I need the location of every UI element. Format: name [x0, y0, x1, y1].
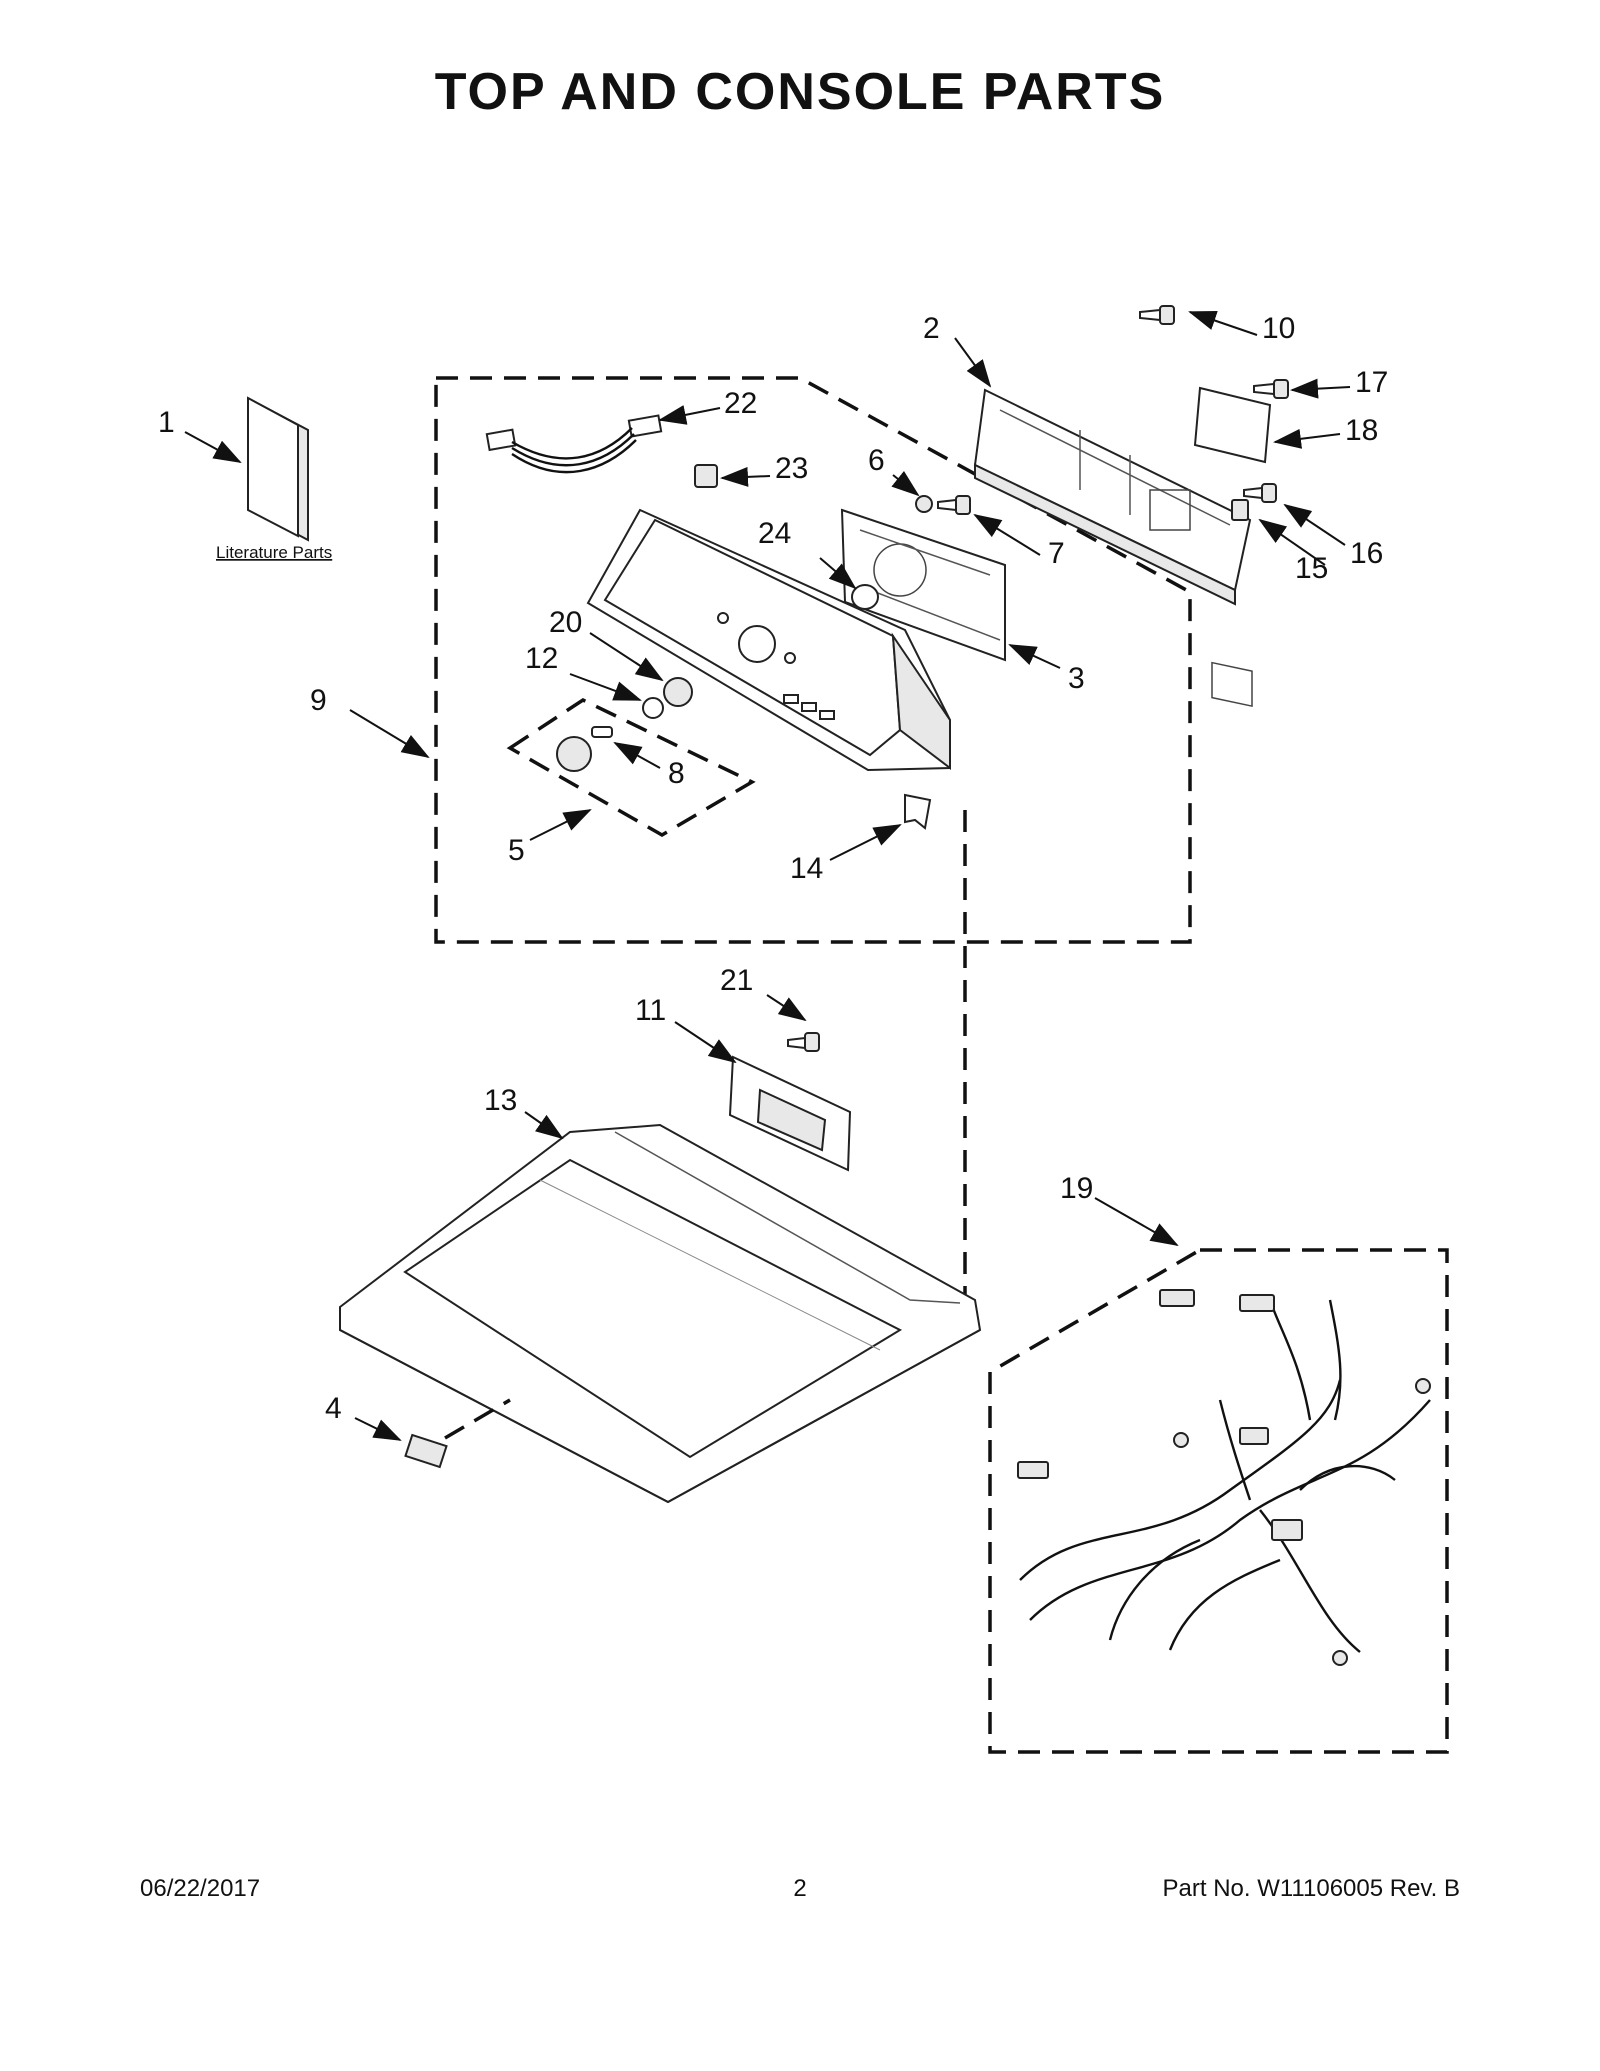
- callout-labels: 1 2 3 4 5 6 7 8 9 10 11 12 13 14 15 16 1…: [158, 312, 1388, 1425]
- literature-parts-label: Literature Parts: [216, 543, 332, 562]
- callout-19: 19: [1060, 1172, 1093, 1205]
- callout-17: 17: [1355, 366, 1388, 399]
- callout-18: 18: [1345, 414, 1378, 447]
- badge-connector: [444, 1398, 511, 1440]
- callout-13: 13: [484, 1084, 517, 1117]
- connector-cable: [485, 414, 663, 474]
- callout-16: 16: [1350, 537, 1383, 570]
- callout-7: 7: [1048, 537, 1065, 570]
- screw-17: [1253, 379, 1289, 399]
- main-top: [339, 1123, 982, 1504]
- console-rear-panel: [973, 388, 1252, 606]
- interface-board-18: [1193, 386, 1272, 708]
- callout-4: 4: [325, 1392, 342, 1425]
- footer-part-number: Part No. W11106005 Rev. B: [1162, 1875, 1460, 1902]
- control-module-11: [728, 1055, 852, 1172]
- callout-9: 9: [310, 684, 327, 717]
- callout-8: 8: [668, 757, 685, 790]
- clip-14: [904, 793, 932, 830]
- leader-arrows: [184, 310, 1351, 1441]
- callout-23: 23: [775, 452, 808, 485]
- part-6: [915, 495, 933, 513]
- knob-kit-boundary: [506, 697, 756, 838]
- callout-20: 20: [549, 606, 582, 639]
- callout-12: 12: [525, 642, 558, 675]
- footer-date: 06/22/2017: [140, 1875, 261, 1902]
- clip-15: [1231, 499, 1249, 521]
- ring-24: [851, 584, 879, 610]
- clip-23: [694, 464, 718, 488]
- wire-harness: [1017, 1289, 1431, 1666]
- screw-16: [1243, 483, 1277, 503]
- brand-badge: [404, 1433, 448, 1469]
- wire-harness-boundary: [988, 1248, 1449, 1754]
- callout-14: 14: [790, 852, 823, 885]
- user-interface-board: [840, 508, 1006, 662]
- literature-booklet: [247, 396, 309, 542]
- screw-21: [787, 1032, 820, 1052]
- page-title: TOP AND CONSOLE PARTS: [434, 63, 1166, 121]
- callout-22: 22: [724, 387, 757, 420]
- callout-24: 24: [758, 517, 791, 550]
- callout-11: 11: [635, 994, 666, 1027]
- callout-5: 5: [508, 834, 525, 867]
- callout-21: 21: [720, 964, 753, 997]
- screw-10: [1139, 305, 1175, 325]
- callout-1: 1: [158, 406, 175, 439]
- callout-10: 10: [1262, 312, 1295, 345]
- console-assembly-boundary: [434, 376, 1192, 944]
- console-housing: [586, 508, 951, 772]
- footer-page-number: 2: [793, 1875, 807, 1902]
- screw-7: [937, 495, 971, 515]
- callout-6: 6: [868, 444, 885, 477]
- callout-15: 15: [1295, 552, 1328, 585]
- callout-2: 2: [923, 312, 940, 345]
- knob-assembly: [556, 677, 693, 772]
- callout-3: 3: [1068, 662, 1085, 695]
